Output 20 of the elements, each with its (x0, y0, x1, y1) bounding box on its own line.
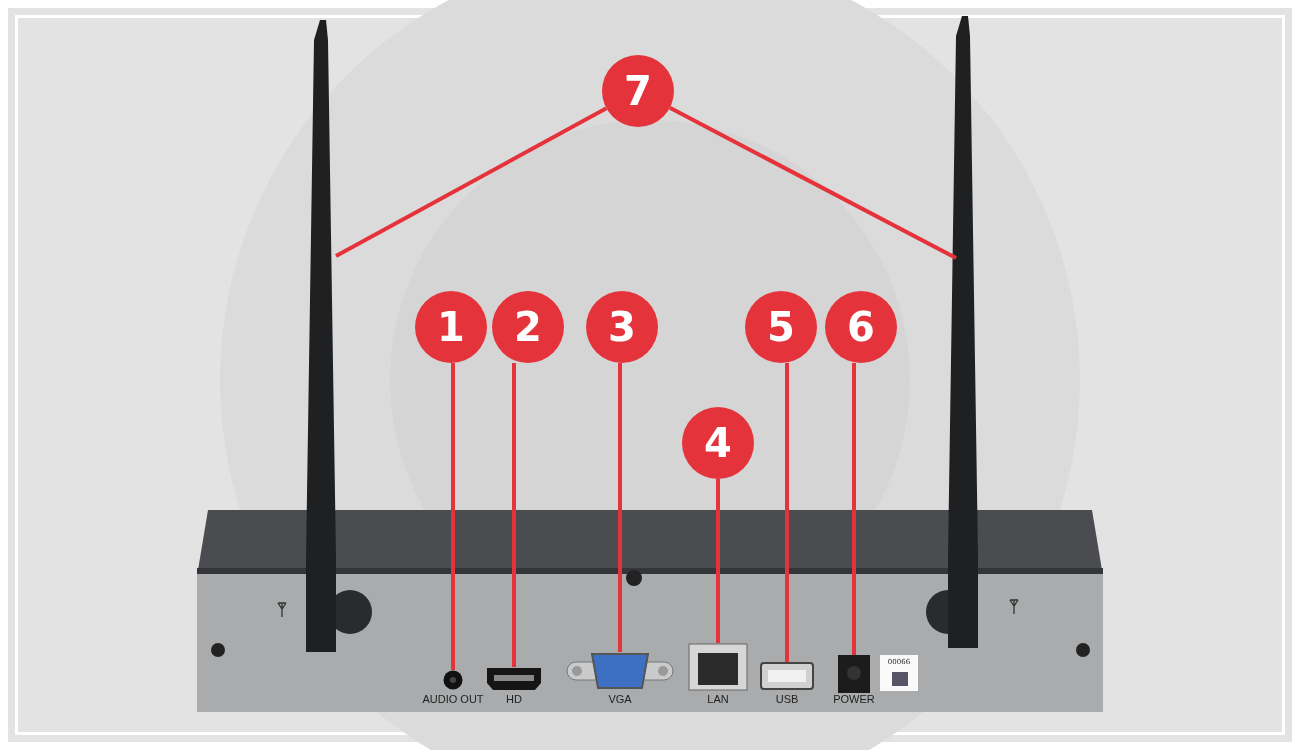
leader-line (618, 363, 622, 652)
hdmi-port-drawing (486, 667, 542, 691)
port-label: USB (775, 693, 799, 705)
port-label: HD (506, 693, 522, 705)
vga-port-drawing (566, 652, 674, 690)
usb-port-drawing (760, 662, 814, 690)
port-label: AUDIO OUT (422, 693, 484, 705)
leader-line (451, 363, 455, 670)
leader-line (716, 479, 720, 643)
leader-line (668, 105, 957, 260)
leader-line (852, 363, 856, 655)
audio-jack-drawing (443, 670, 463, 690)
port-label: LAN (707, 693, 729, 705)
leader-line (335, 106, 608, 258)
leader-line (785, 363, 789, 662)
lan-port-drawing (688, 643, 748, 691)
port-label: VGA (608, 693, 632, 705)
power-jack-drawing (838, 655, 870, 693)
port-label: POWER (833, 693, 875, 705)
leader-line (512, 363, 516, 667)
